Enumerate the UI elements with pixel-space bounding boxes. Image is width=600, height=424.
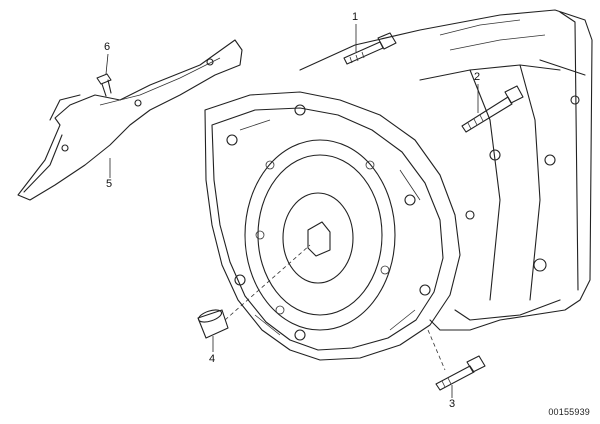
callout-2: 2: [474, 71, 481, 83]
sleeve-4: [197, 309, 229, 339]
bell-housing: [204, 91, 461, 361]
torque-converter: [244, 139, 396, 331]
callout-5: 5: [106, 178, 113, 190]
callout-4: 4: [209, 353, 216, 365]
leader-lines: [105, 24, 479, 398]
callout-6: 6: [104, 41, 111, 53]
reference-number: 00155939: [548, 407, 590, 417]
bolt-3: [435, 355, 486, 391]
callout-1: 1: [352, 11, 359, 23]
callout-3: 3: [449, 398, 456, 410]
screw-6: [96, 73, 112, 97]
bolt-2: [461, 85, 524, 133]
transmission-housing: [299, 9, 593, 331]
heat-shield-bracket: [17, 39, 243, 201]
bolt-1: [343, 32, 397, 65]
